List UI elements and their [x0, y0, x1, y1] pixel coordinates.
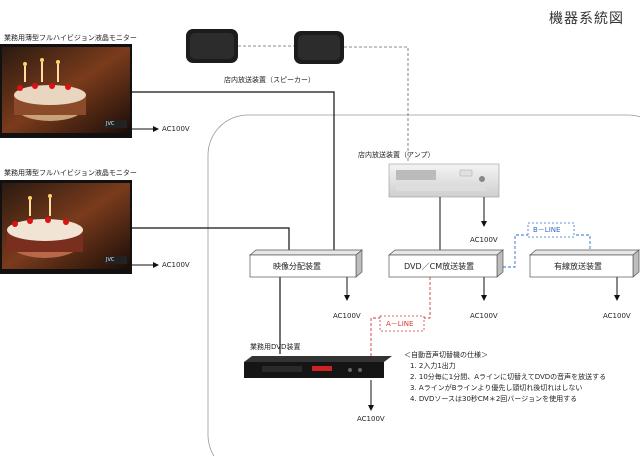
splitter-label: 映像分配装置 — [273, 262, 321, 271]
a-line-label: A－LINE — [386, 320, 414, 328]
splitter-power: AC100V — [333, 312, 361, 320]
system-boundary — [207, 114, 640, 456]
monitor-bottom-brand: JVC — [106, 257, 115, 263]
wired-label: 有線放送装置 — [554, 262, 602, 271]
amp-power: AC100V — [470, 236, 498, 244]
wired-box — [529, 249, 640, 278]
dvdcm-label: DVD／CM放送装置 — [404, 262, 475, 271]
diagram-title: 機器系統図 — [549, 11, 624, 27]
dvd-player-label: 業務用DVD装置 — [250, 343, 301, 351]
spec-item: 2. 10分毎に1分間、Aラインに切替えてDVDの音声を放送する — [410, 373, 607, 381]
monitor-bottom-label: 業務用薄型フルハイビジョン液晶モニター — [4, 169, 137, 177]
monitor-top-label: 業務用薄型フルハイビジョン液晶モニター — [4, 34, 137, 42]
amp-label: 店内放送装置（アンプ） — [358, 151, 435, 159]
monitor-top-power: AC100V — [162, 125, 190, 133]
spec-item: 4. DVDソースは30秒CM＊2回バージョンを使用する — [410, 395, 578, 403]
spec-notes: ＜自動音声切替機の仕様＞ 1. 2入力1出力 2. 10分毎に1分間、Aラインに… — [404, 350, 640, 405]
dvdcm-box — [388, 249, 504, 278]
speaker-left — [186, 29, 238, 63]
spec-item: 1. 2入力1出力 — [410, 362, 456, 370]
dvdcm-power: AC100V — [470, 312, 498, 320]
dvd-player-power: AC100V — [357, 415, 385, 423]
monitor-top-brand: JVC — [106, 121, 115, 127]
wired-power: AC100V — [603, 312, 631, 320]
monitor-bottom-power: AC100V — [162, 261, 190, 269]
monitor-top-image — [0, 44, 132, 138]
monitor-bottom-image — [0, 180, 132, 274]
dvd-player-image — [244, 356, 392, 378]
b-line-label: B－LINE — [533, 226, 561, 234]
splitter-box — [249, 249, 363, 278]
spec-heading: ＜自動音声切替機の仕様＞ — [404, 351, 488, 359]
spec-item: 3. AラインがBラインより優先し頭切れ後切れはしない — [410, 384, 583, 392]
speaker-label: 店内放送装置（スピーカー） — [224, 76, 315, 84]
speaker-right — [294, 31, 344, 64]
amplifier-image — [388, 163, 500, 198]
